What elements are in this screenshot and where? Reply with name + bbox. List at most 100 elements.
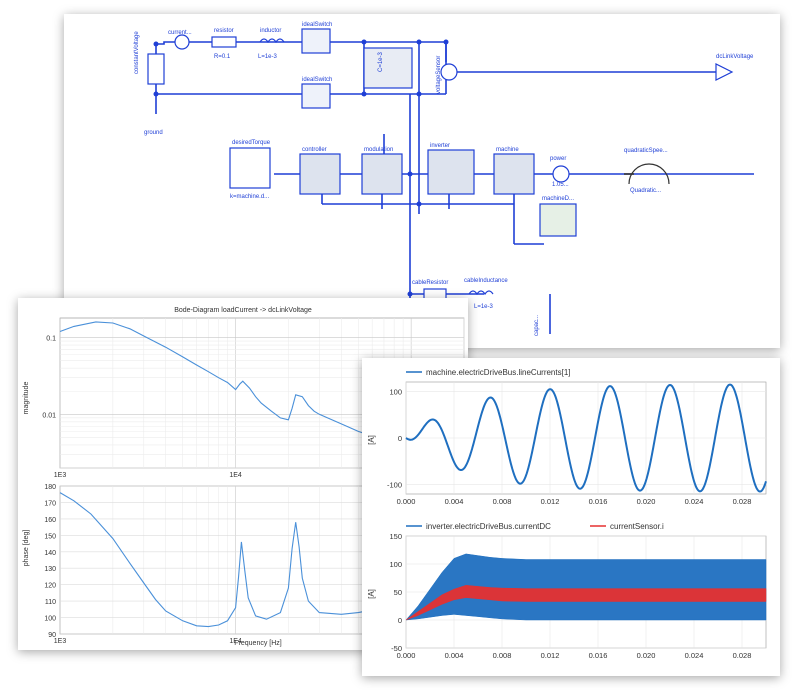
cable-inductor-icon[interactable] [468, 290, 494, 296]
load-icon[interactable] [628, 163, 670, 185]
quadratic-label: quadraticSpee... [624, 148, 668, 154]
modulation-icon[interactable] [361, 153, 403, 195]
power-value: 1.05... [552, 182, 569, 188]
line-currents-plot: 0.000 0.004 0.008 0.012 0.016 0.020 0.024 0.028… [387, 381, 767, 506]
y-tick-label: 180 [44, 484, 56, 491]
y-tick-label: 150 [389, 532, 402, 541]
cable-inductance-label: cableInductance [464, 278, 508, 284]
x-tick-label: 0.004 [445, 651, 464, 660]
legend-current-sensor: currentSensor.i [610, 522, 664, 531]
bode-xlabel: Frequency [Hz] [234, 640, 282, 647]
inductor-icon[interactable] [259, 38, 285, 44]
x-tick-label: 0.012 [541, 497, 560, 506]
y-tick-label: -100 [387, 481, 402, 490]
y-tick-label: 100 [44, 616, 56, 623]
x-tick-label: 0.008 [493, 497, 512, 506]
machine-icon[interactable] [493, 153, 535, 195]
desired-torque-value: k=machine.d... [230, 194, 270, 200]
y-tick-label: 0.1 [46, 336, 56, 343]
y-tick-label: 160 [44, 517, 56, 524]
legend-bottom: inverter.electricDriveBus.currentDC curr… [406, 522, 664, 531]
line-current-series [405, 383, 767, 493]
legend-current-dc: inverter.electricDriveBus.currentDC [426, 522, 551, 531]
switch1-label: idealSwitch [302, 22, 332, 28]
machine-data-icon[interactable] [539, 203, 577, 237]
resistor-label: resistor [214, 28, 234, 34]
capacitor-label: C=1e-3 [378, 51, 384, 72]
power-sensor-icon[interactable] [552, 165, 570, 183]
y-tick-label: 140 [44, 550, 56, 557]
time-series-window: 0.000 0.004 0.008 0.012 0.016 0.020 0.024 0.028… [362, 358, 780, 676]
cable-resistor-label: cableResistor [412, 280, 448, 286]
x-tick-label: 0.004 [445, 497, 464, 506]
voltage-sensor-label: voltageSensor [436, 56, 442, 94]
x-tick-label: 0.016 [589, 497, 608, 506]
schematic-canvas: constantVoltage current... resistor R=0.… [134, 22, 754, 344]
resistor-value: R=0.1 [214, 54, 231, 60]
timeseries-canvas: 0.000 0.004 0.008 0.012 0.016 0.020 0.024 0.028… [367, 368, 767, 660]
x-tick-label: 0.028 [733, 497, 752, 506]
ts1-ylabel: [A] [367, 435, 376, 445]
x-tick-label: 0.020 [637, 651, 656, 660]
bode-phase-ylabel: phase [deg] [23, 530, 30, 567]
y-tick-label: -50 [391, 644, 402, 653]
x-tick-label: 1E4 [229, 638, 242, 645]
capacitor-icon[interactable] [363, 47, 413, 89]
inverter-label: inverter [430, 143, 450, 149]
y-tick-label: 0.01 [42, 412, 56, 419]
cable-cap-label: capac... [534, 315, 540, 336]
controller-label: controller [302, 147, 327, 153]
dc-current-plot: 0.000 0.004 0.008 0.012 0.016 0.020 0.024 0.028… [389, 532, 767, 660]
y-tick-label: 0 [398, 616, 402, 625]
switch-2-icon[interactable] [301, 83, 331, 109]
y-tick-label: 110 [45, 599, 56, 606]
legend-line-currents: machine.electricDriveBus.lineCurrents[1] [426, 368, 571, 377]
ts2-ylabel: [A] [367, 589, 376, 599]
dc-link-label: dcLinkVoltage [716, 54, 754, 60]
dc-link-output-icon[interactable] [715, 63, 734, 81]
x-tick-label: 0.016 [589, 651, 608, 660]
x-tick-label: 0.028 [733, 651, 752, 660]
legend-top: machine.electricDriveBus.lineCurrents[1] [406, 368, 571, 377]
switch-icon[interactable] [301, 28, 331, 54]
source-label: constantVoltage [134, 31, 140, 74]
x-tick-label: 0.020 [637, 497, 656, 506]
y-tick-label: 130 [44, 566, 56, 573]
controller-icon[interactable] [299, 153, 341, 195]
bode-mag-ylabel: magnitude [23, 382, 30, 415]
current-sensor-band [405, 585, 767, 621]
modulation-label: modulation [364, 147, 393, 153]
x-tick-label: 0.024 [685, 497, 704, 506]
y-tick-label: 170 [44, 500, 56, 507]
x-tick-label: 1E3 [54, 472, 67, 479]
switch2-label: idealSwitch [302, 77, 332, 83]
power-label: power [550, 156, 566, 162]
machine-data-label: machineD... [542, 196, 574, 202]
voltage-sensor-icon[interactable] [440, 63, 458, 81]
resistor-icon[interactable] [211, 36, 237, 48]
y-tick-label: 120 [44, 583, 56, 590]
x-tick-label: 0.012 [541, 651, 560, 660]
x-tick-label: 0.008 [493, 651, 512, 660]
y-tick-label: 150 [44, 533, 56, 540]
y-tick-label: 100 [389, 387, 402, 396]
bode-series-line [59, 492, 465, 628]
quadratic-sub: Quadratic... [630, 188, 661, 194]
current-sensor-icon[interactable] [174, 34, 190, 50]
x-tick-label: 0.000 [397, 497, 416, 506]
x-tick-label: 1E4 [229, 472, 242, 479]
current-dc-band [405, 553, 767, 621]
y-tick-label: 0 [398, 434, 402, 443]
current-label: current... [168, 30, 192, 36]
torque-source-icon[interactable] [229, 147, 271, 189]
desired-torque-label: desiredTorque [232, 140, 271, 146]
x-tick-label: 0.024 [685, 651, 704, 660]
inverter-icon[interactable] [427, 149, 475, 195]
ground-label: ground [144, 130, 163, 136]
x-tick-label: 0.000 [397, 651, 416, 660]
machine-label: machine [496, 147, 519, 153]
inductor-value: L=1e-3 [258, 54, 278, 60]
x-tick-label: 1E3 [54, 638, 67, 645]
voltage-source-icon[interactable] [147, 53, 165, 85]
inductor-label: inductor [260, 28, 281, 34]
